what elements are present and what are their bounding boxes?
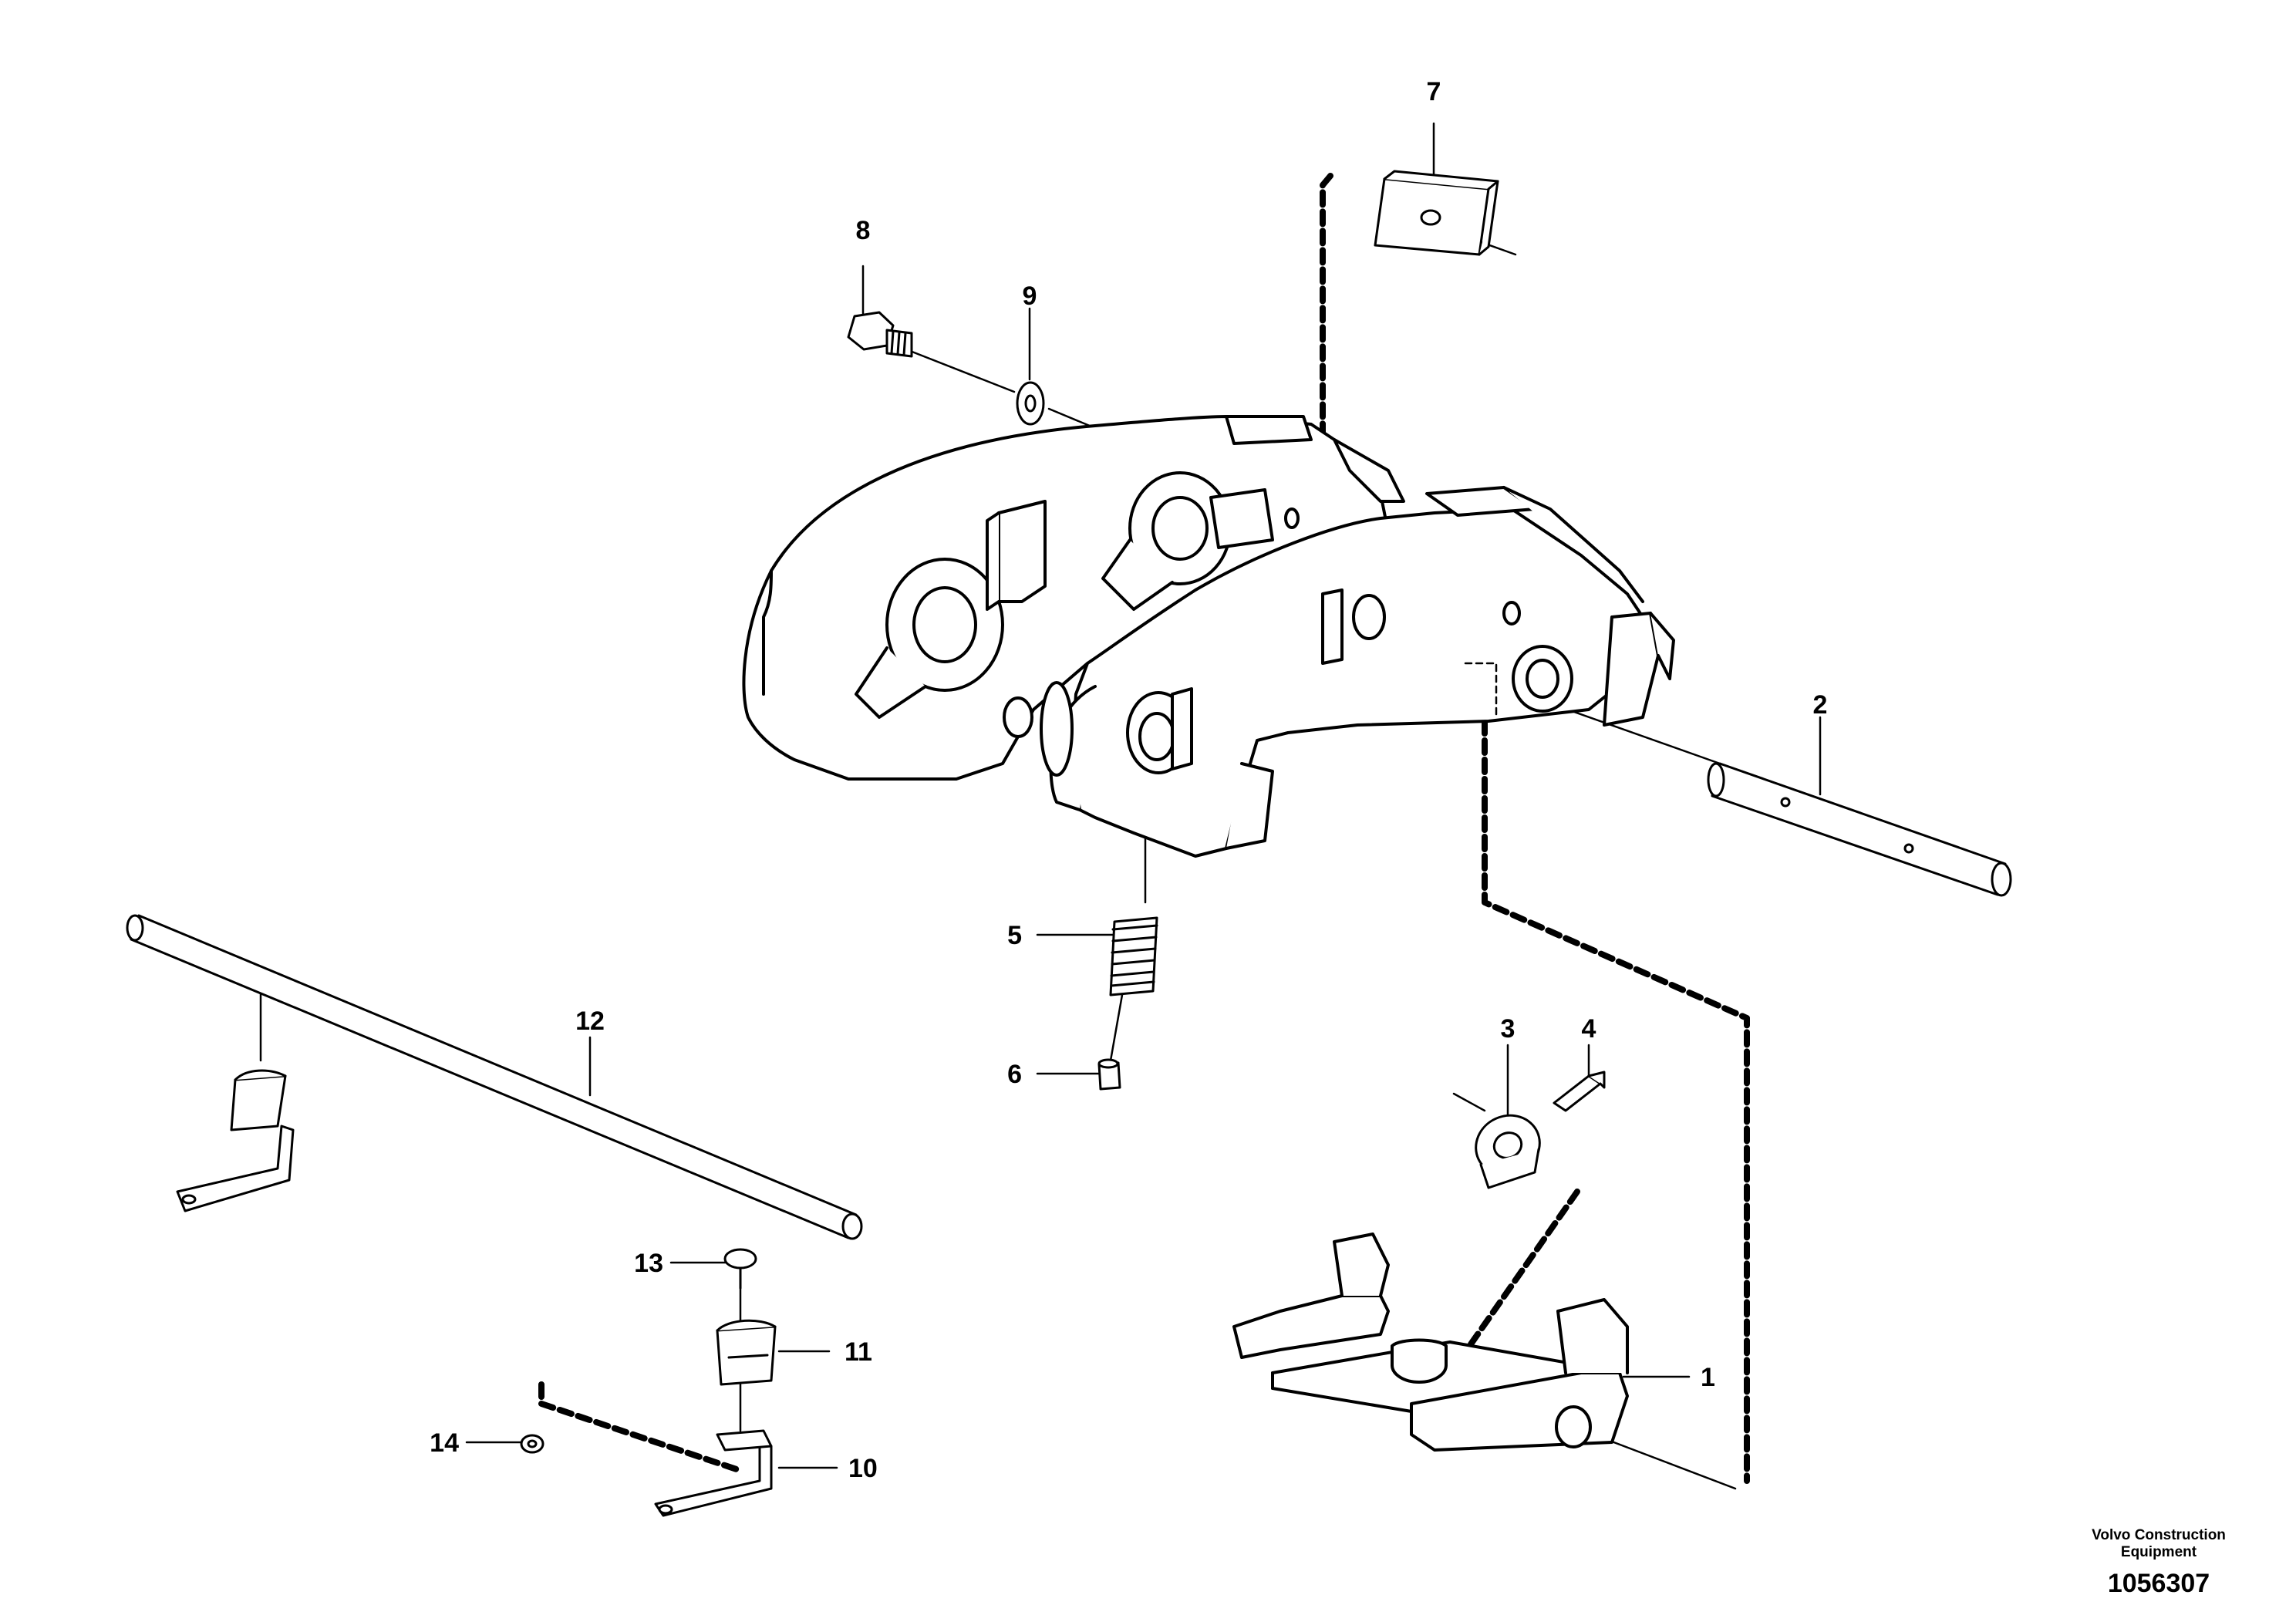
callout-3: 3	[1501, 1014, 1515, 1044]
callout-5: 5	[1007, 921, 1022, 950]
part-7-plate	[1374, 170, 1499, 256]
part-6-plug	[1097, 1058, 1121, 1091]
dashed-line-7	[1320, 173, 1333, 528]
brand-line-1: Volvo Construction	[2092, 1527, 2226, 1543]
part-9-washer	[1016, 381, 1045, 426]
callout-14: 14	[430, 1428, 459, 1458]
callout-7: 7	[1427, 77, 1441, 106]
axis-washer	[1047, 407, 1097, 430]
callout-labels: 7 8 9 2 3 4 5 6 12 13 11 14 10 1	[430, 77, 1827, 1483]
callout-12: 12	[575, 1007, 605, 1036]
callout-2: 2	[1813, 690, 1828, 720]
part-12-shaft	[126, 914, 863, 1240]
brand-block: Volvo Construction Equipment 1056307	[2058, 1527, 2259, 1599]
callout-11: 11	[845, 1337, 872, 1367]
assembly-dashed-lines	[538, 173, 1750, 1484]
axis-pin	[1549, 702, 1721, 765]
part-5-spring	[1109, 916, 1158, 996]
part-2-pin	[1707, 762, 2012, 897]
callout-1: 1	[1701, 1363, 1715, 1392]
callout-10: 10	[848, 1454, 878, 1483]
part-11-clip	[716, 1319, 777, 1386]
brand-line-2: Equipment	[2120, 1544, 2197, 1560]
bracket-left	[176, 1069, 295, 1212]
dashed-line-14	[538, 1381, 740, 1472]
axis-bolt	[909, 349, 1016, 393]
axis-ring	[1452, 1092, 1486, 1112]
callout-13: 13	[634, 1249, 663, 1278]
callout-8: 8	[856, 216, 871, 245]
callout-4: 4	[1582, 1014, 1596, 1044]
leader-lines	[259, 122, 1822, 1490]
axis-spring-bottom	[1109, 993, 1124, 1062]
part-14-nut	[520, 1434, 544, 1454]
callout-9: 9	[1023, 282, 1037, 311]
dashed-line-3	[1458, 1189, 1580, 1361]
part-8-bolt	[847, 311, 913, 358]
callout-6: 6	[1007, 1060, 1022, 1089]
part-4-pin	[1553, 1071, 1606, 1112]
part-10-bracket	[654, 1429, 773, 1517]
part-13-screw	[723, 1248, 757, 1290]
dashed-line-1-frame	[1482, 660, 1750, 1484]
part-3-ring	[1475, 1114, 1541, 1189]
document-number: 1056307	[2107, 1569, 2210, 1598]
part-1-yoke	[1232, 1233, 1629, 1452]
main-housing	[742, 415, 1405, 781]
front-plate	[1003, 486, 1675, 858]
